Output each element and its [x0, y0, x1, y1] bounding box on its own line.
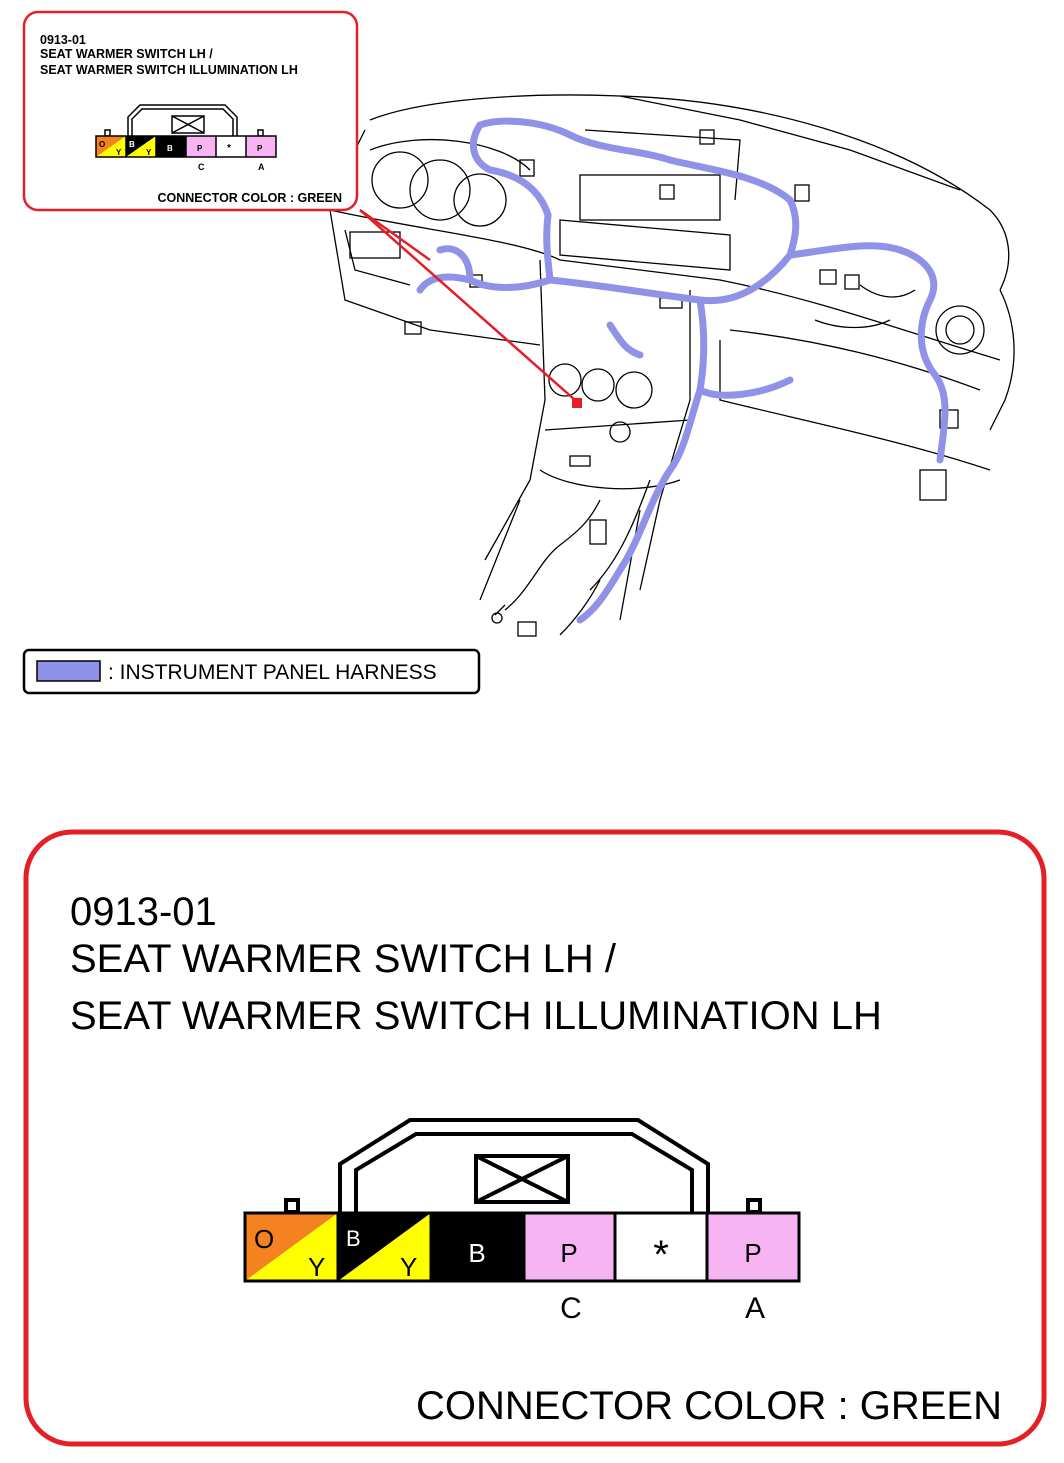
small-pin-1-top: O [99, 140, 105, 149]
small-pin-2-bottom: Y [146, 148, 152, 157]
small-connector-pins: O Y B Y B P * P C A [95, 135, 277, 172]
large-callout-line1: SEAT WARMER SWITCH LH / [70, 937, 617, 981]
dashboard-illustration [329, 94, 1015, 637]
small-pin-3: B [167, 144, 173, 153]
pin-1-top-label: O [254, 1224, 274, 1254]
pin-4-label: P [560, 1238, 577, 1268]
harness-legend-swatch [36, 660, 101, 682]
small-pin-5: * [227, 143, 231, 154]
pin-5-label: * [653, 1233, 669, 1277]
large-connector-color: CONNECTOR COLOR : GREEN [416, 1384, 1002, 1428]
pin-label-c: C [560, 1292, 582, 1325]
large-callout-line2: SEAT WARMER SWITCH ILLUMINATION LH [70, 994, 882, 1038]
pin-1-bottom-label: Y [308, 1252, 325, 1282]
instrument-panel-harness [416, 117, 949, 624]
pin-6-fill [707, 1213, 799, 1281]
pin-6-label: P [744, 1238, 761, 1268]
pin-4-fill [524, 1213, 615, 1281]
pin-2-bottom-label: Y [400, 1252, 417, 1282]
large-connector-pins: O Y B Y B P * P C A [243, 1211, 801, 1325]
harness-legend-label: : INSTRUMENT PANEL HARNESS [108, 661, 437, 684]
small-pin-2-top: B [129, 140, 135, 149]
harness-legend: : INSTRUMENT PANEL HARNESS [22, 648, 481, 695]
pin-5-fill [615, 1213, 707, 1281]
small-pin-6: P [257, 144, 263, 153]
pin-3-label: B [468, 1238, 485, 1268]
pin-3-fill [431, 1213, 524, 1281]
pin-1-bottom-fill [245, 1213, 338, 1281]
pin-2-top-label: B [346, 1226, 361, 1251]
small-callout-line2: SEAT WARMER SWITCH ILLUMINATION LH [40, 63, 298, 77]
leader-line [359, 208, 582, 408]
small-pin-1-bottom: Y [116, 148, 122, 157]
large-callout: 0913-01 SEAT WARMER SWITCH LH / SEAT WAR… [23, 829, 1047, 1447]
small-callout-line1: SEAT WARMER SWITCH LH / [40, 47, 213, 61]
small-callout-code: 0913-01 [40, 33, 86, 47]
pin-label-a: A [745, 1292, 765, 1325]
large-callout-code: 0913-01 [70, 890, 217, 934]
pin-2-bottom-fill [338, 1213, 431, 1281]
small-pin-label-c: C [198, 162, 205, 172]
large-connector [284, 1118, 762, 1214]
small-pin-4: P [197, 144, 203, 153]
small-connector-color: CONNECTOR COLOR : GREEN [158, 191, 343, 205]
small-pin-label-a: A [258, 162, 265, 172]
small-callout: 0913-01 SEAT WARMER SWITCH LH / SEAT WAR… [22, 10, 359, 212]
